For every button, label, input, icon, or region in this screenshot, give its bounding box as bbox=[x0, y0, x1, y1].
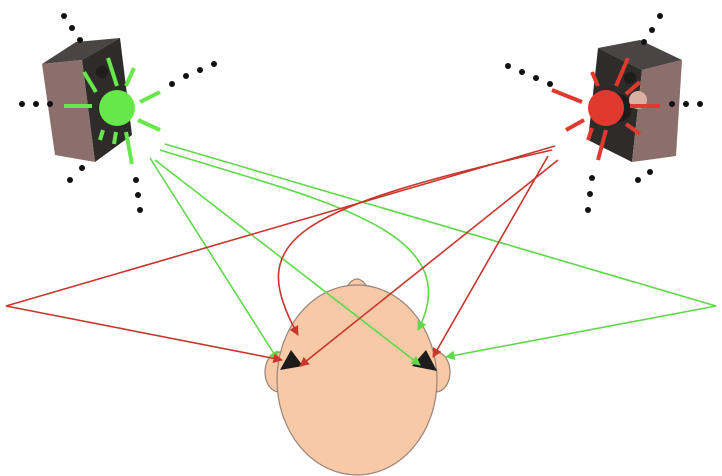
right-ear-marker bbox=[412, 350, 437, 371]
listener-head bbox=[264, 278, 451, 476]
right-speaker-source bbox=[588, 90, 624, 126]
head bbox=[276, 284, 438, 476]
red-direct-to-left-ear bbox=[299, 159, 559, 367]
right-speaker-sound-dots bbox=[505, 13, 703, 213]
right-speaker-top bbox=[598, 40, 682, 70]
red-curved-around-head bbox=[277, 149, 553, 336]
left-speaker-sound-dots bbox=[19, 13, 217, 213]
green-direct-to-right-ear bbox=[154, 159, 421, 366]
green-curved-around-head bbox=[159, 149, 430, 331]
left-speaker bbox=[19, 13, 217, 213]
green-direct-to-left-ear bbox=[149, 157, 279, 361]
right-speaker bbox=[505, 13, 703, 213]
red-direct-to-right-ear bbox=[432, 155, 549, 358]
left-speaker-tweeter bbox=[96, 66, 108, 78]
left-ear-marker bbox=[280, 350, 303, 370]
sound-paths bbox=[5, 143, 717, 367]
red-reflection-left-wall bbox=[5, 145, 556, 364]
green-reflection-right-wall bbox=[164, 143, 717, 361]
left-speaker-source bbox=[99, 90, 135, 126]
left-speaker-top bbox=[42, 38, 120, 64]
left-speaker-front bbox=[42, 60, 95, 162]
left-speaker-rays bbox=[64, 57, 161, 165]
right-speaker-tweeter bbox=[624, 72, 636, 84]
right-speaker-rays bbox=[551, 57, 660, 161]
right-speaker-front bbox=[632, 60, 682, 162]
